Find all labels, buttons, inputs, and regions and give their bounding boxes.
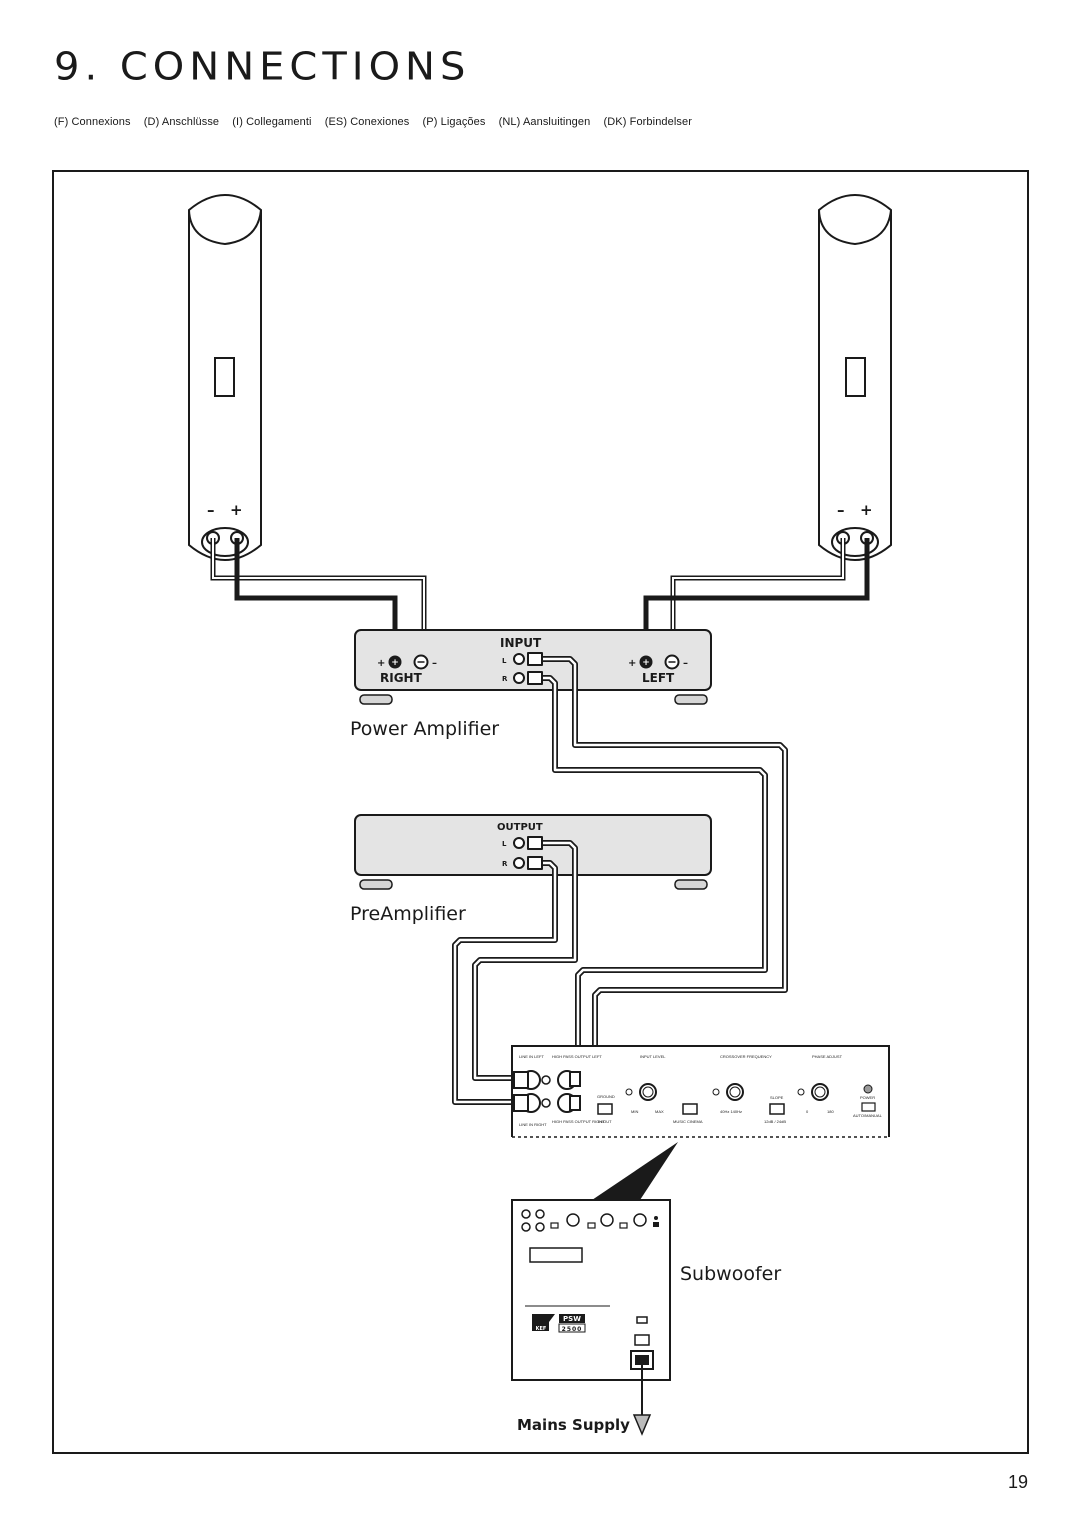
zoom-callout [592, 1142, 678, 1200]
preamp-output-l: L [502, 840, 507, 848]
label-freq-range: 40Hz 140Hz [720, 1109, 742, 1114]
label-auto-manual: AUTO/MANUAL [853, 1113, 883, 1118]
label-crossover: CROSSOVER FREQUENCY [720, 1054, 772, 1059]
speaker-left-minus: – [837, 501, 845, 519]
kef-logo-text: KEF [536, 1326, 547, 1332]
label-ground: GROUND [597, 1094, 615, 1099]
translation-nl: (NL) Aansluitingen [498, 116, 591, 128]
label-power: POWER [860, 1095, 875, 1100]
model-psw: PSW [563, 1315, 581, 1323]
label-slope-values: 12dB / 24dB [764, 1119, 786, 1124]
power-amp-input-l: L [502, 657, 507, 665]
label-music-cinema: MUSIC CINEMA [673, 1119, 703, 1124]
mains-supply-label: Mains Supply [517, 1416, 630, 1434]
label-high-pass-right: HIGH PASS OUTPUT RIGHT [552, 1119, 605, 1124]
page-number: 19 [1007, 1472, 1028, 1492]
speaker-right-minus: – [207, 501, 215, 519]
power-amp-left-label: LEFT [642, 671, 675, 685]
power-amp-left-plus: + [628, 658, 636, 669]
translations-line: (F) Connexions (D) Anschlüsse (I) Colleg… [54, 116, 702, 128]
page-title: 9. CONNECTIONS [54, 45, 471, 89]
translation-de: (D) Anschlüsse [143, 116, 220, 128]
label-phase-180: 180 [827, 1109, 834, 1114]
model-number: 2500 [562, 1326, 583, 1333]
subwoofer-label: Subwoofer [680, 1263, 781, 1285]
translation-pt: (P) Ligações [422, 116, 486, 128]
label-phase-0: 0 [806, 1109, 809, 1114]
power-amp-left-minus: – [683, 658, 688, 669]
preamplifier-label: PreAmplifier [350, 903, 466, 925]
diagram-frame [52, 170, 1029, 1454]
subwoofer: KEF PSW 2500 Mains Supply Subwoofer [511, 1199, 781, 1436]
label-line-in-left: LINE IN LEFT [519, 1054, 544, 1059]
speaker-right: – + [188, 194, 262, 561]
subwoofer-control-panel: LINE IN LEFT HIGH PASS OUTPUT LEFT LINE … [511, 1045, 890, 1138]
label-min: MIN [631, 1109, 638, 1114]
power-amp-input-label: INPUT [500, 636, 542, 650]
label-line-in-right: LINE IN RIGHT [519, 1122, 547, 1127]
label-max: MAX [655, 1109, 664, 1114]
label-input-level: INPUT LEVEL [640, 1054, 666, 1059]
power-amp-right-minus: – [432, 658, 437, 669]
svg-text:+: + [391, 658, 399, 668]
translation-fr: (F) Connexions [54, 116, 131, 128]
label-high-pass-left: HIGH PASS OUTPUT LEFT [552, 1054, 602, 1059]
power-amp-input-r: R [502, 675, 508, 683]
kef-logo [532, 1314, 549, 1331]
speaker-left-plus: + [860, 501, 873, 519]
label-in-out: IN/OUT [598, 1119, 612, 1124]
power-amplifier-label: Power Amplifier [350, 718, 499, 740]
translation-it: (I) Collegamenti [232, 116, 312, 128]
speaker-right-plus: + [230, 501, 243, 519]
signal-cables [452, 652, 788, 1105]
preamp-output-r: R [502, 860, 508, 868]
cable-power-amp-r [533, 675, 768, 1105]
power-amp-right-plus: + [377, 658, 385, 669]
speaker-left: – + [818, 194, 892, 561]
power-amp-right-label: RIGHT [380, 671, 423, 685]
label-phase-adjust: PHASE ADJUST [812, 1054, 843, 1059]
preamp-output-label: OUTPUT [497, 822, 543, 833]
label-slope: SLOPE [770, 1095, 784, 1100]
svg-text:+: + [642, 658, 650, 668]
translation-es: (ES) Conexiones [324, 116, 410, 128]
translation-dk: (DK) Forbindelser [603, 116, 692, 128]
